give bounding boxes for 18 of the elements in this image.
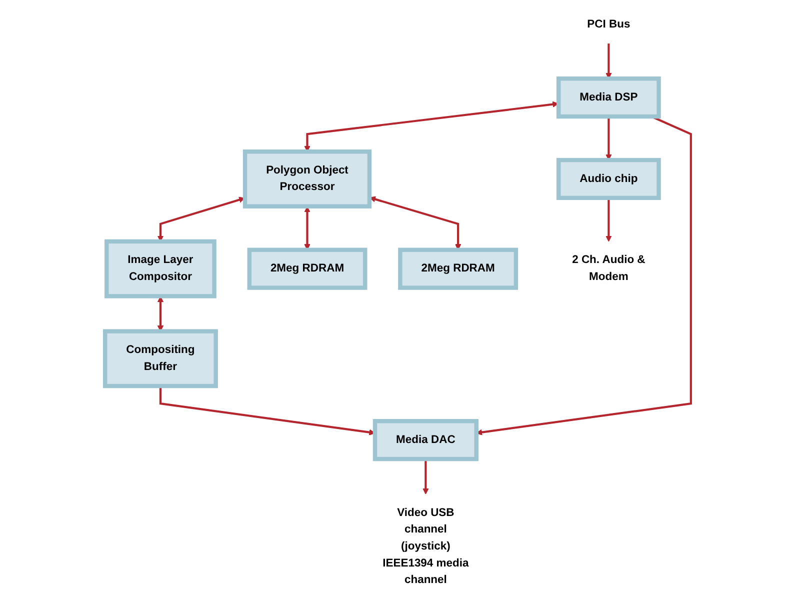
node-text: PCI Bus (587, 18, 630, 30)
arrow (304, 101, 559, 152)
arrow (606, 116, 612, 160)
node-box: Media DAC (372, 419, 478, 462)
node-text: Video USB channel (joystick) IEEE1394 media channel (382, 506, 469, 586)
node-box: Polygon Object Processor (242, 150, 372, 208)
arrow (159, 386, 376, 436)
node-box: Image Layer Compositor (104, 239, 216, 298)
arrow (476, 116, 692, 436)
arrow (422, 459, 429, 494)
node-box: 2Meg RDRAM (247, 248, 368, 290)
node-text: 2 Ch. Audio & Modem (572, 254, 646, 283)
node-box: Compositing Buffer (103, 329, 218, 388)
arrow (606, 44, 612, 79)
node-box: 2Meg RDRAM (398, 248, 518, 290)
node-box: Audio chip (556, 158, 661, 200)
arrow (606, 198, 612, 242)
node-box: Media DSP (556, 76, 661, 119)
